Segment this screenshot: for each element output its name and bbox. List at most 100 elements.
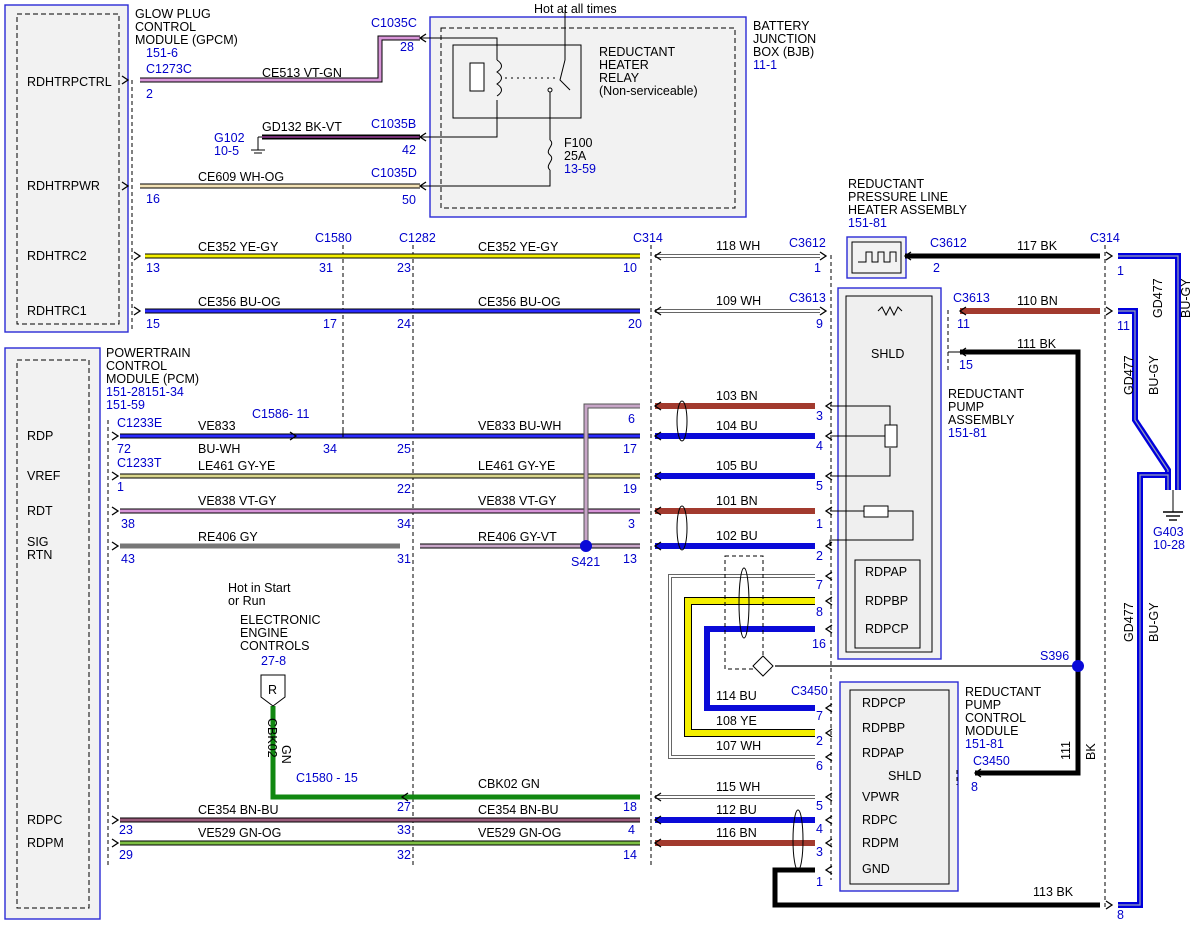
pin-number: 17 (623, 442, 637, 456)
pin-number: 5 (816, 479, 823, 493)
connector-arrow (824, 703, 833, 713)
connector: C3612 (930, 236, 967, 250)
hot-label: Hot at all times (534, 2, 617, 16)
pump-title: PUMP (948, 400, 984, 414)
connector-arrow (824, 624, 833, 634)
connector-arrow (653, 431, 662, 441)
wire-gd477 (1118, 253, 1183, 908)
pin-label: RDPM (862, 836, 899, 850)
pin-number: 9 (816, 317, 823, 331)
pin-number: 2 (933, 261, 940, 275)
connector: C3450 (973, 754, 1010, 768)
pin-label: RDPM (27, 836, 64, 850)
pin-number: 8 (971, 780, 978, 794)
connector-arrow (418, 181, 427, 191)
circuit-label: 117 BK (1017, 239, 1058, 253)
connector: C1273C (146, 62, 192, 76)
connector: C3450 (791, 684, 828, 698)
pcmod-ref: 151-81 (965, 737, 1004, 751)
connector: C1282 (399, 231, 436, 245)
fuse-amps: 25A (564, 149, 587, 163)
connector: C1035C (371, 16, 417, 30)
connector-arrow (824, 865, 833, 875)
circuit-label: CE356 BU-OG (198, 295, 281, 309)
connector-arrow (111, 471, 120, 481)
pcm-ref: 151-28151-34 (106, 385, 184, 399)
connector: C314 (1090, 231, 1120, 245)
circuit-label: VE838 VT-GY (478, 494, 557, 508)
pin-number: 1 (816, 517, 823, 531)
pin-number: 15 (959, 358, 973, 372)
circuit-label: 108 YE (716, 714, 757, 728)
pin-number: 3 (816, 409, 823, 423)
circuit-label: CE356 BU-OG (478, 295, 561, 309)
ground-ref: 10-5 (214, 144, 239, 158)
pin-number: 5 (816, 799, 823, 813)
connector-arrow (824, 431, 833, 441)
pin-label: RDHTRPCTRL (27, 75, 112, 89)
connector: C3613 (953, 291, 990, 305)
connector-arrow (824, 401, 833, 411)
ground-ref: G403 (1153, 525, 1184, 539)
connector-arrow (824, 838, 833, 848)
connector-arrow (653, 792, 662, 802)
heater-title: HEATER ASSEMBLY (848, 203, 968, 217)
circuit-label: BU-GY (1147, 355, 1161, 395)
circuit-label: CE513 VT-GN (262, 66, 342, 80)
pin-number: 22 (397, 482, 411, 496)
pin-label: RDP (27, 429, 53, 443)
connector-arrow (653, 506, 662, 516)
circuit-label: 107 WH (716, 739, 761, 753)
connector-arrow (824, 541, 833, 551)
connector-arrow (1105, 900, 1114, 910)
pin-number: 10 (623, 261, 637, 275)
circuit-label: BU-GY (1147, 602, 1161, 642)
pin-number: 1 (816, 875, 823, 889)
pin-number: 6 (816, 759, 823, 773)
pcmod-title: MODULE (965, 724, 1018, 738)
circuit-label: 111 BK (1017, 337, 1057, 351)
wire-107 (668, 574, 815, 759)
circuit-label: CE354 BN-BU (198, 803, 279, 817)
circuit-label: GD132 BK-VT (262, 120, 342, 134)
pin-label: RDPBP (865, 594, 908, 608)
gpcm-title: CONTROL (135, 20, 196, 34)
pin-number: 4 (628, 823, 635, 837)
circuit-label: VE833 BU-WH (478, 419, 561, 433)
pcm-title: CONTROL (106, 359, 167, 373)
circuit-label: 113 BK (1033, 885, 1074, 899)
circuit-label: CE352 YE-GY (198, 240, 279, 254)
wire-108 (684, 597, 815, 737)
eec-ref: 27-8 (261, 654, 286, 668)
eec-r-connector (260, 674, 286, 707)
circuit-label: RE406 GY-VT (478, 530, 557, 544)
pin-label: RDPCP (862, 696, 906, 710)
pin-label: RDPAP (865, 565, 907, 579)
connector-arrow (653, 541, 662, 551)
connector-arrow (824, 792, 833, 802)
circuit-label: VE838 VT-GY (198, 494, 277, 508)
pin-number: 31 (319, 261, 333, 275)
connector-arrow (418, 132, 427, 142)
wire-re406 (120, 403, 640, 549)
heater-element-icon (858, 251, 903, 317)
connector-arrow (653, 251, 662, 261)
gpcm-ref: 151-6 (146, 46, 178, 60)
splice-ref: S396 (1040, 649, 1069, 663)
pcmod-title: PUMP (965, 698, 1001, 712)
pin-number: 14 (623, 848, 637, 862)
pump-control-module-box (839, 681, 959, 892)
pin-number: 8 (816, 605, 823, 619)
pin-number: 4 (816, 439, 823, 453)
bjb-title: BATTERY (753, 19, 810, 33)
circuit-label: RE406 GY (198, 530, 258, 544)
pin-number: 2 (816, 549, 823, 563)
pcm-title: POWERTRAIN (106, 346, 191, 360)
circuit-label: 105 BU (716, 459, 758, 473)
pin-number: 2 (816, 734, 823, 748)
pump-internals (829, 351, 960, 546)
pin-number: 8 (1117, 908, 1124, 922)
circuit-label: 103 BN (716, 389, 758, 403)
pcm-module (4, 347, 101, 920)
relay-label: REDUCTANT (599, 45, 676, 59)
